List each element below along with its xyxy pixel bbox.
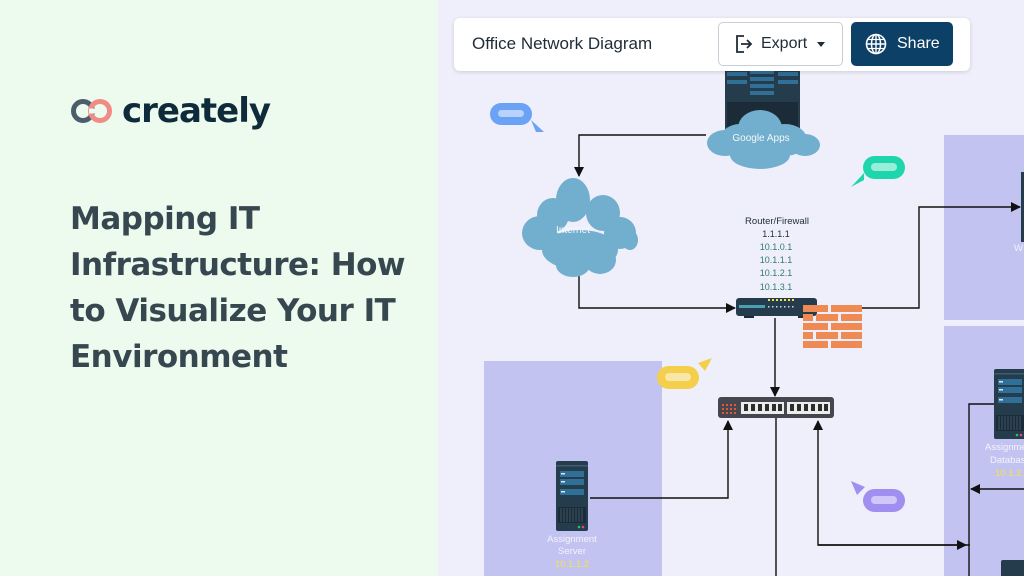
- connector-db-bus: [968, 403, 1000, 576]
- connector-google-to-internet: [574, 134, 706, 177]
- web-server-icon: [1021, 172, 1024, 242]
- blue-collaborator-cursor: [490, 103, 544, 132]
- yellow-collaborator-cursor: [657, 358, 712, 389]
- teal-collaborator-cursor: [851, 156, 905, 187]
- globe-icon: [865, 33, 887, 55]
- assignment-database-icon: [993, 368, 1024, 440]
- assignment-database-label: Databas: [990, 455, 1024, 466]
- router-ip: 10.1.2.1: [760, 268, 793, 278]
- partial-device-icon: [1001, 560, 1024, 576]
- router-ip: 10.1.1.1: [760, 255, 793, 265]
- assignment-database-ip: 10.1.2.3: [995, 468, 1024, 479]
- export-label: Export: [761, 35, 808, 52]
- document-title[interactable]: Office Network Diagram: [472, 34, 653, 53]
- brand-name: creately: [122, 91, 271, 131]
- creately-logo: creately: [70, 91, 271, 131]
- zone-right-bottom: [944, 326, 1024, 576]
- diagram-toolbar: Office Network Diagram Export Share: [454, 18, 970, 71]
- web-server-label: W: [1014, 243, 1023, 254]
- left-pane: creately Mapping IT Infrastructure: How …: [0, 0, 438, 576]
- share-label: Share: [897, 35, 940, 52]
- connectors: [574, 134, 1024, 576]
- page-headline: Mapping IT Infrastructure: How to Visual…: [70, 196, 430, 380]
- creately-logo-icon: [71, 99, 112, 123]
- chevron-down-icon: [817, 41, 826, 47]
- router-label: Router/Firewall: [745, 216, 809, 227]
- zone-right-top: [944, 135, 1024, 320]
- purple-collaborator-cursor: [851, 481, 905, 512]
- assignment-database-label: Assignme: [985, 442, 1024, 453]
- router-ip: 10.1.3.1: [760, 282, 793, 292]
- headline-line: Mapping IT: [70, 201, 260, 237]
- internet-cloud: [522, 178, 638, 277]
- export-button[interactable]: Export: [718, 22, 843, 66]
- google-apps-cloud: [707, 110, 820, 169]
- share-button[interactable]: Share: [851, 22, 953, 66]
- google-apps-label: Google Apps: [732, 133, 789, 144]
- export-icon: [736, 35, 753, 53]
- network-diagram: Google Apps Internet Router/Firewall 1.1…: [484, 60, 1024, 576]
- headline-line: Environment: [70, 339, 288, 375]
- connector-server-to-switch: [590, 420, 733, 499]
- connector-internet-to-router: [578, 276, 736, 313]
- diagram-canvas[interactable]: Google Apps Internet Router/Firewall 1.1…: [438, 0, 1024, 576]
- connector-firewall-to-web: [862, 202, 1021, 309]
- assignment-server-icon: [555, 460, 589, 532]
- router-ip: 10.1.0.1: [760, 242, 793, 252]
- headline-line: Infrastructure: How: [70, 247, 406, 283]
- assignment-server-label: Server: [558, 546, 586, 557]
- network-switch-icon: [718, 397, 834, 418]
- firewall-icon: [803, 305, 862, 348]
- internet-label: Internet: [556, 225, 590, 236]
- assignment-server-ip: 10.1.1.2: [555, 559, 589, 570]
- router-public-ip: 1.1.1.1: [762, 229, 790, 239]
- assignment-server-label: Assignment: [547, 534, 597, 545]
- headline-line: to Visualize Your IT: [70, 293, 396, 329]
